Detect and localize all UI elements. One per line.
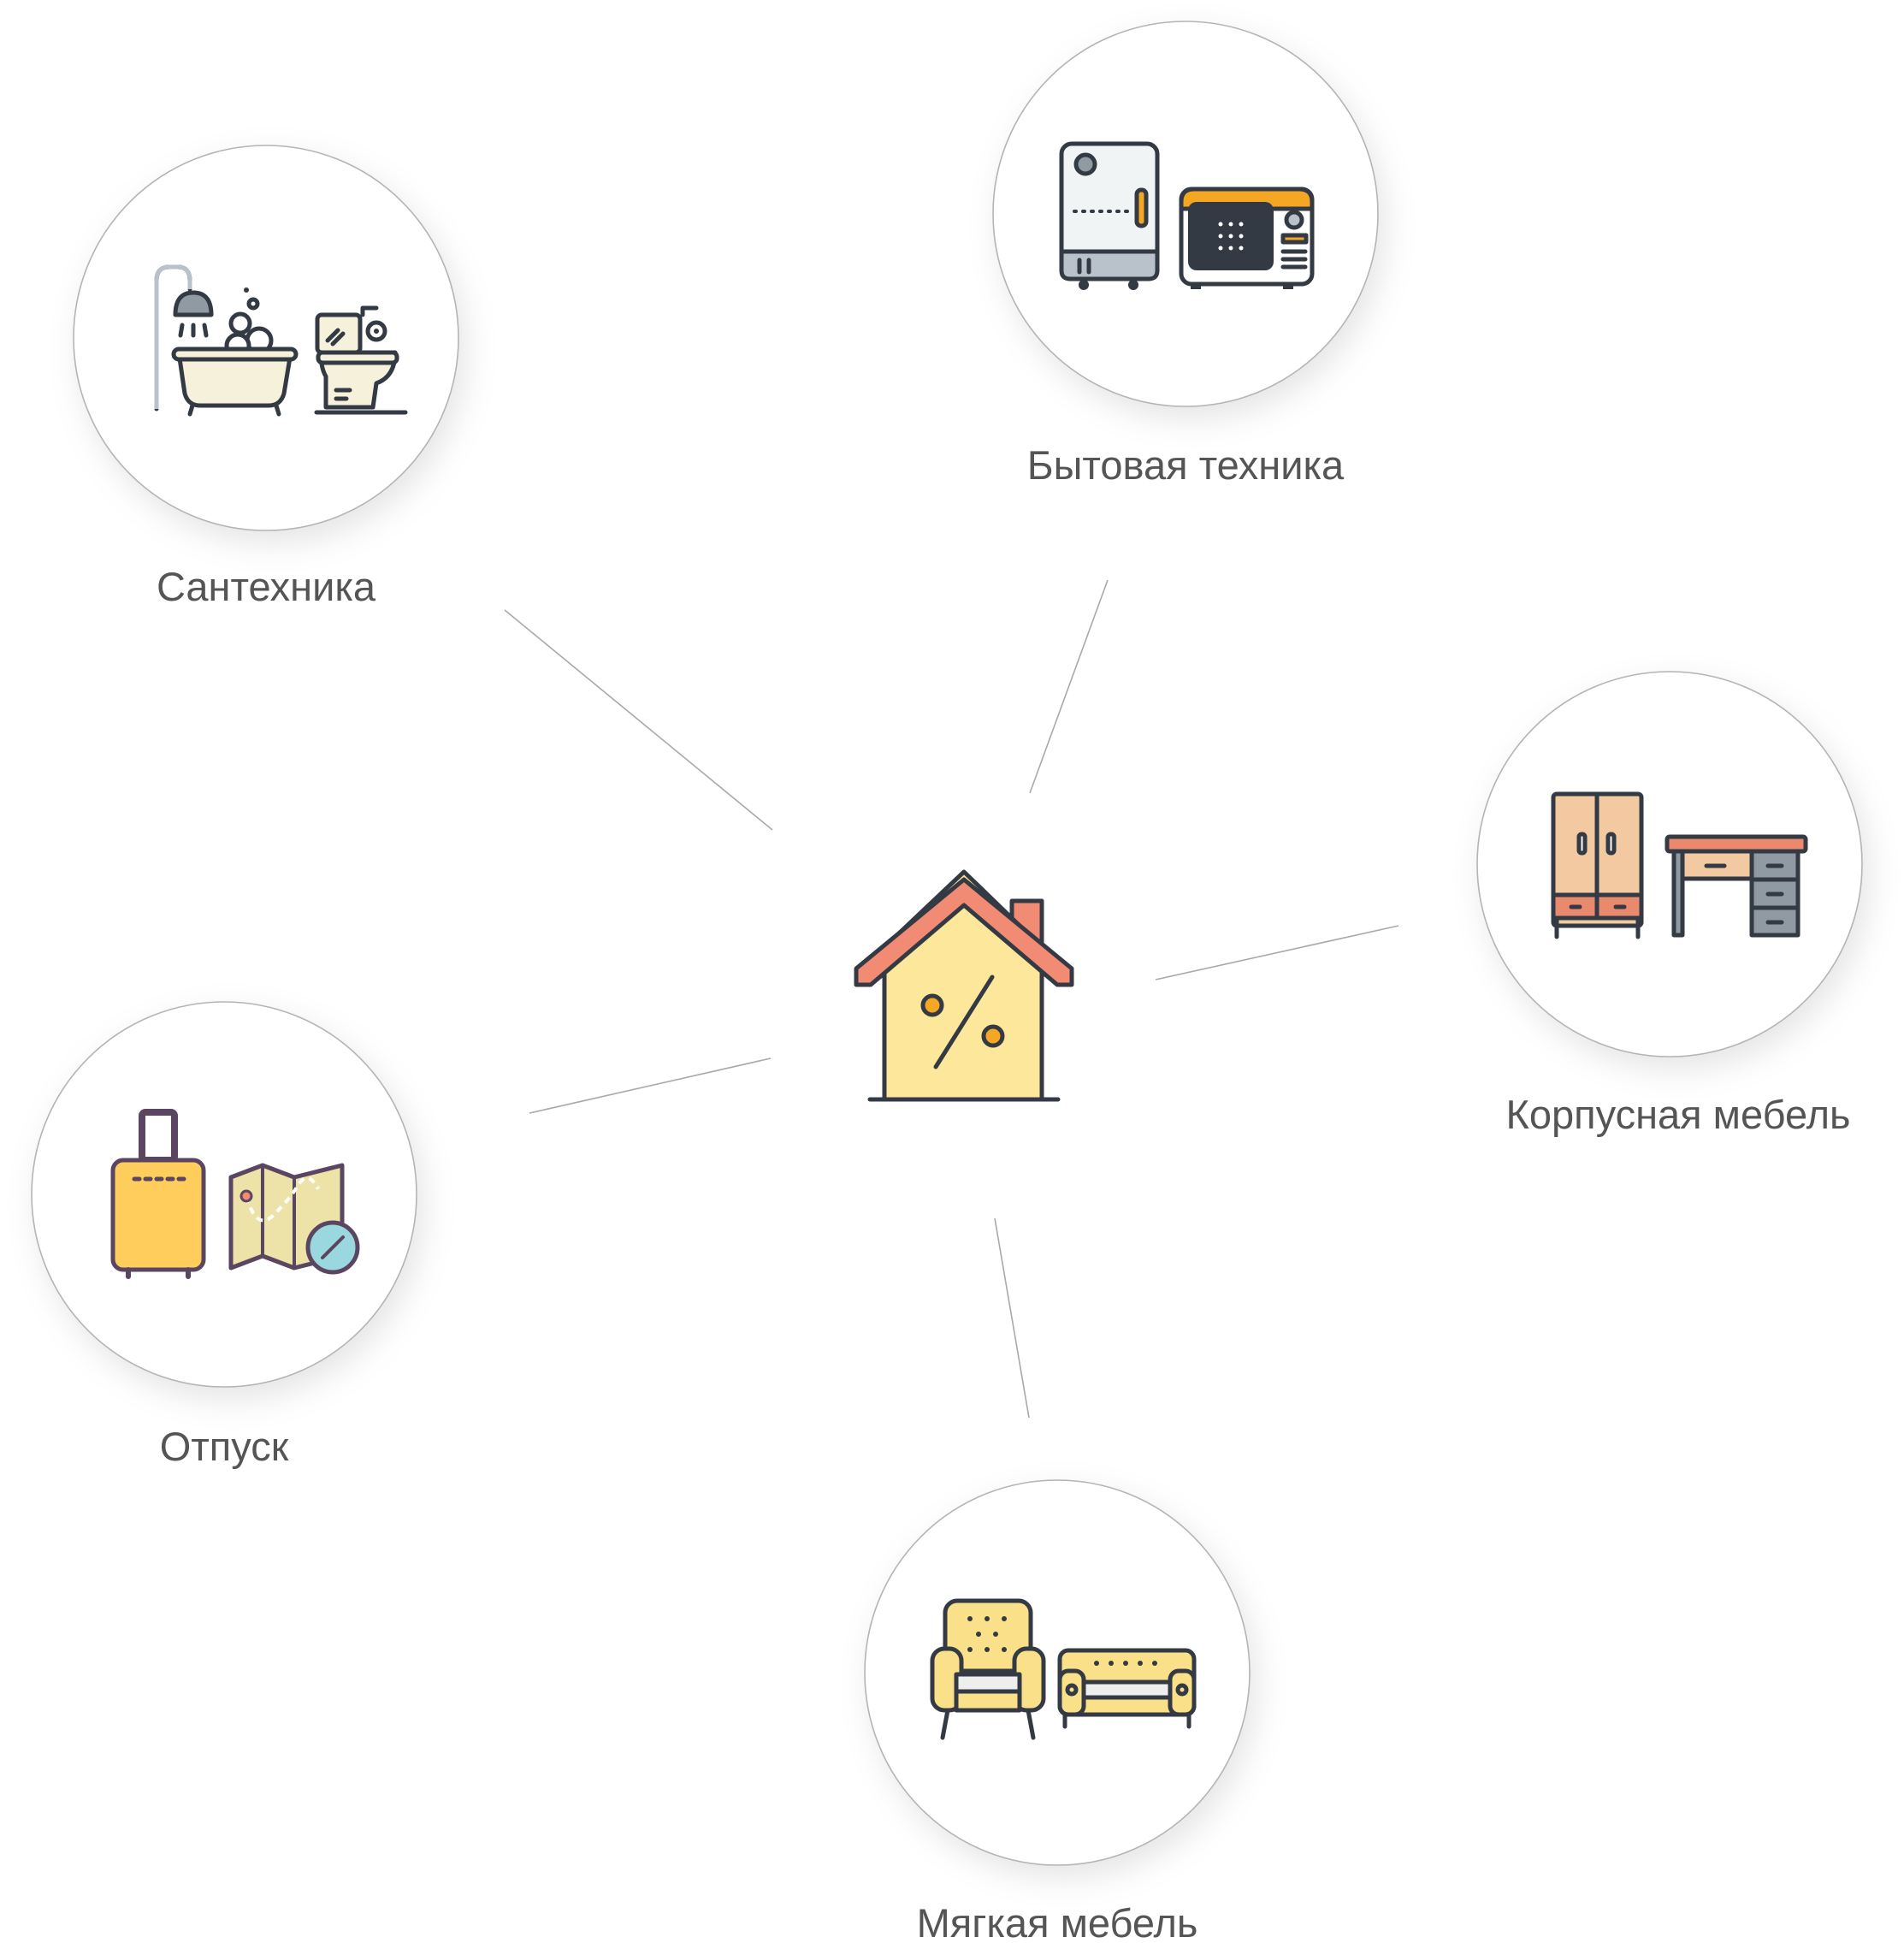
category-circle: [864, 1479, 1251, 1866]
category-label: Бытовая техника: [1027, 442, 1345, 488]
category-plumbing[interactable]: Сантехника: [73, 145, 459, 609]
suitcase-map-icon: [110, 1109, 360, 1279]
category-label: Мягкая мебель: [917, 1900, 1198, 1943]
category-label: Сантехника: [157, 564, 376, 609]
connector-cabinet: [1155, 925, 1399, 980]
connectors: [504, 579, 1399, 1419]
connector-soft: [994, 1217, 1030, 1419]
category-circle: [1476, 671, 1863, 1057]
bath-toilet-icon: [154, 264, 408, 417]
armchair-sofa-icon: [930, 1598, 1197, 1740]
connector-plumbing: [504, 609, 773, 831]
category-label: Отпуск: [160, 1424, 289, 1469]
house-percent-icon: [854, 869, 1074, 1102]
category-label: Корпусная мебель: [1506, 1092, 1851, 1137]
category-appliances[interactable]: Бытовая техника: [992, 21, 1379, 488]
category-cabinet[interactable]: Корпусная мебель: [1476, 671, 1863, 1137]
fridge-microwave-icon: [1059, 141, 1315, 290]
connector-appliances: [1029, 579, 1109, 794]
category-soft[interactable]: Мягкая мебель: [864, 1479, 1251, 1943]
wardrobe-desk-icon: [1551, 791, 1808, 939]
category-vacation[interactable]: Отпуск: [31, 1001, 417, 1469]
connector-vacation: [529, 1057, 772, 1114]
category-circle: [31, 1001, 417, 1388]
